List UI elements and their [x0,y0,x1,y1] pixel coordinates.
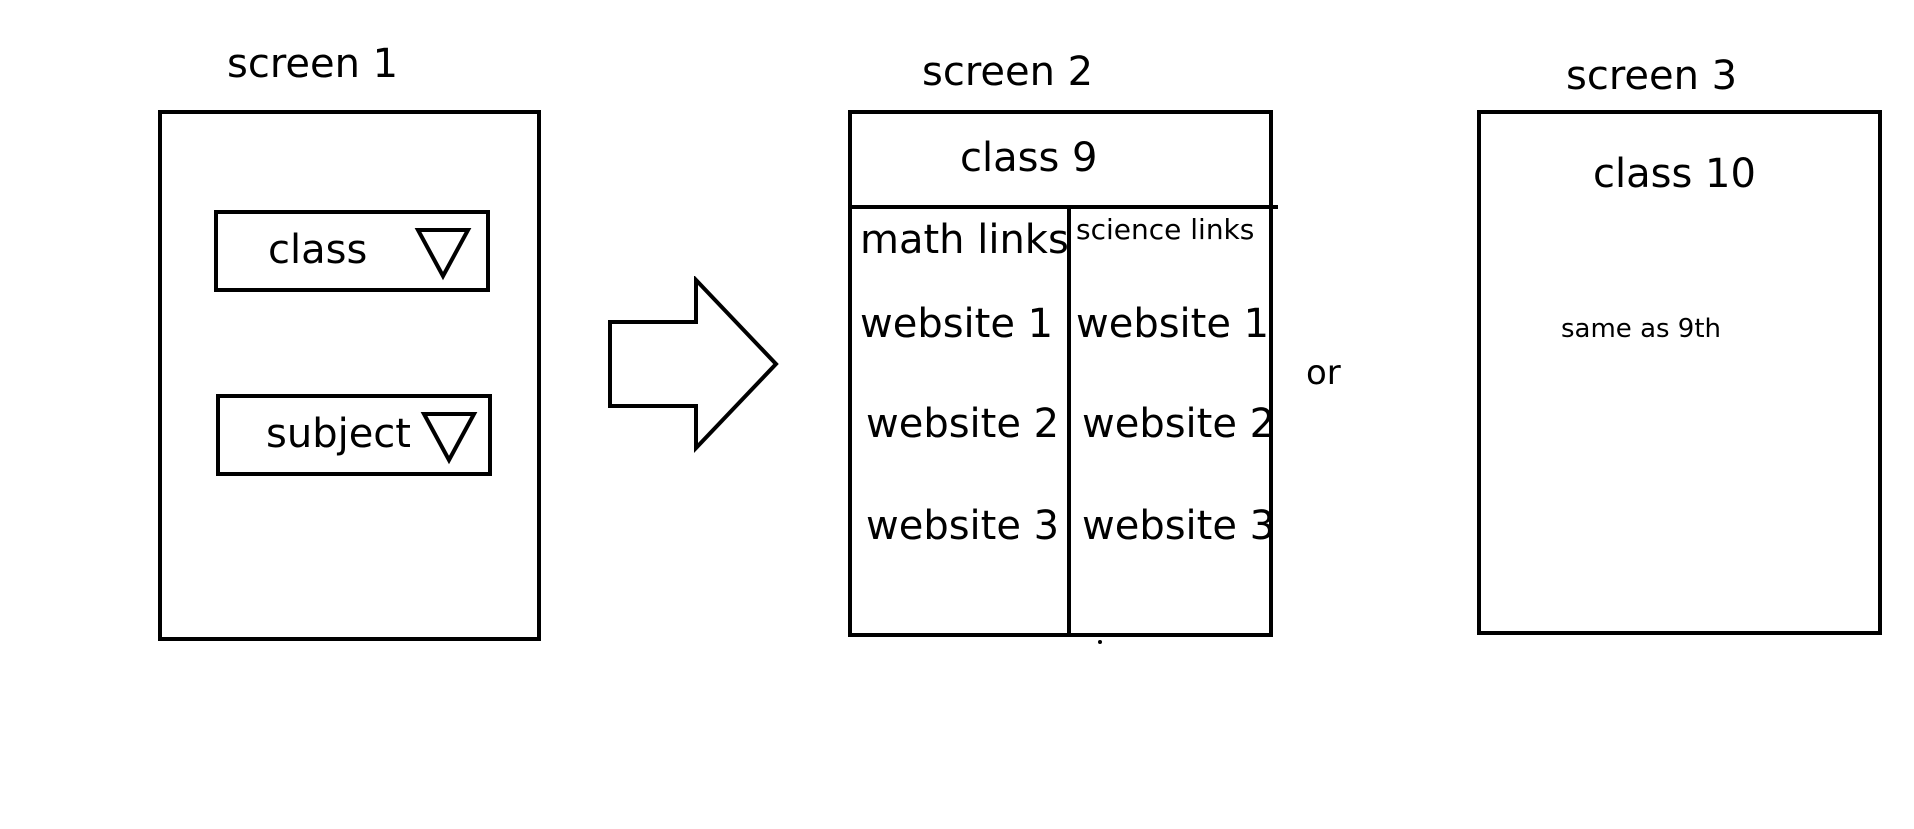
screen-3-title: screen 3 [1566,53,1738,99]
or-separator: or [1306,353,1341,393]
triangle-down-icon [420,412,478,465]
triangle-down-icon [414,228,472,281]
class-dropdown-label: class [268,227,368,273]
science-link-2[interactable]: website 2 [1082,401,1276,447]
screen-2-title: screen 2 [922,49,1094,95]
math-link-2[interactable]: website 2 [866,401,1060,447]
screen-1-frame: class subject [158,110,541,641]
science-link-1[interactable]: website 1 [1076,301,1270,347]
screen-3-frame: class 10 same as 9th [1477,110,1882,635]
stray-dot [1098,640,1102,644]
screen-2-header: class 9 [960,135,1098,181]
screen-3-note: same as 9th [1561,314,1722,344]
math-link-3[interactable]: website 3 [866,503,1060,549]
screen-2-header-divider [848,205,1278,209]
screen-3-header: class 10 [1593,151,1756,197]
screen-2-frame [848,110,1273,637]
science-links-heading: science links [1076,213,1255,246]
subject-dropdown[interactable]: subject [216,394,492,476]
screen-1-title: screen 1 [227,41,399,87]
math-links-heading: math links [860,217,1069,263]
subject-dropdown-label: subject [266,411,411,457]
science-link-3[interactable]: website 3 [1082,503,1276,549]
right-arrow-icon [608,276,779,453]
class-dropdown[interactable]: class [214,210,490,292]
math-link-1[interactable]: website 1 [860,301,1054,347]
screen-2-column-divider [1067,207,1071,637]
